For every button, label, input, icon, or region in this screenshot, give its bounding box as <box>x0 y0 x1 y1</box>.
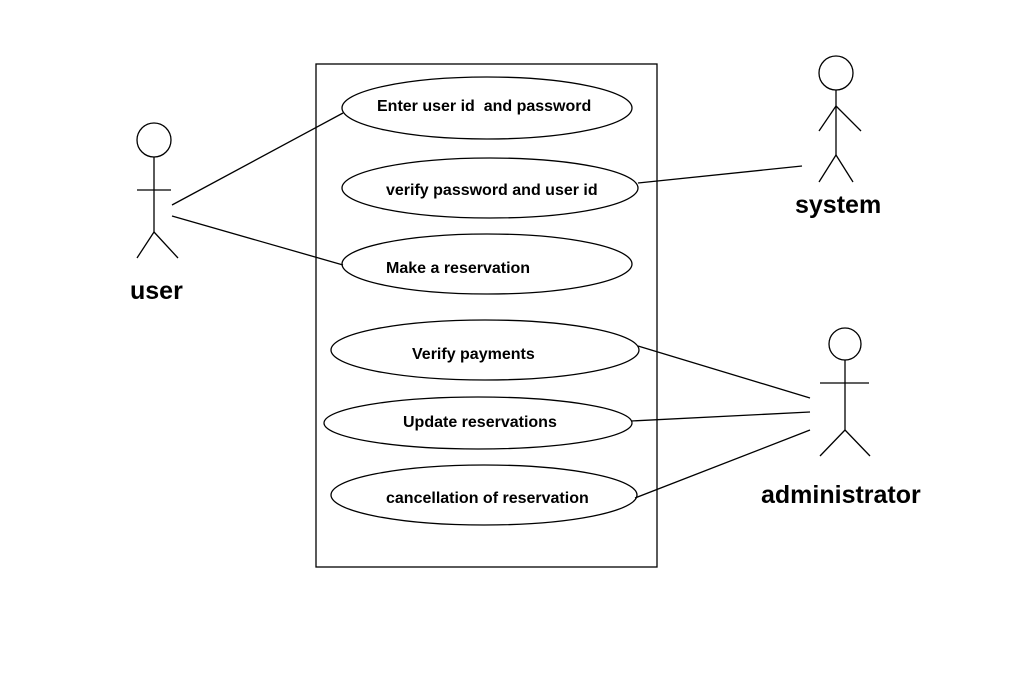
use-case-cancellation: cancellation of reservation <box>330 464 638 526</box>
system-boundary <box>315 63 658 568</box>
actor-administrator: administrator <box>761 327 921 509</box>
use-case-label: Make a reservation <box>386 260 530 277</box>
association-administrator-uc5 <box>630 411 811 422</box>
actor-label: user <box>130 277 183 305</box>
stick-figure-icon <box>818 55 862 183</box>
use-case-label: Verify payments <box>412 346 535 363</box>
use-case-label: Update reservations <box>403 414 557 431</box>
use-case-verify-password: verify password and user id <box>341 157 639 219</box>
stick-figure-icon <box>819 327 871 457</box>
actor-user: user <box>130 122 183 305</box>
stick-figure-icon <box>136 122 179 259</box>
use-case-label: cancellation of reservation <box>386 490 589 507</box>
use-case-update-reservations: Update reservations <box>323 396 633 450</box>
association-system-uc2 <box>637 165 803 184</box>
actor-label: administrator <box>761 481 921 509</box>
use-case-make-reservation: Make a reservation <box>341 233 633 295</box>
association-administrator-uc4 <box>637 345 811 399</box>
use-case-verify-payments: Verify payments <box>330 319 640 381</box>
actor-system: system <box>795 55 881 219</box>
association-administrator-uc6 <box>634 429 811 499</box>
association-user-uc1 <box>171 112 344 206</box>
use-case-label: verify password and user id <box>386 182 598 199</box>
use-case-label: Enter user id and password <box>377 98 591 115</box>
actor-label: system <box>795 191 881 219</box>
association-user-uc3 <box>171 215 344 266</box>
use-case-enter-credentials: Enter user id and password <box>341 76 633 140</box>
